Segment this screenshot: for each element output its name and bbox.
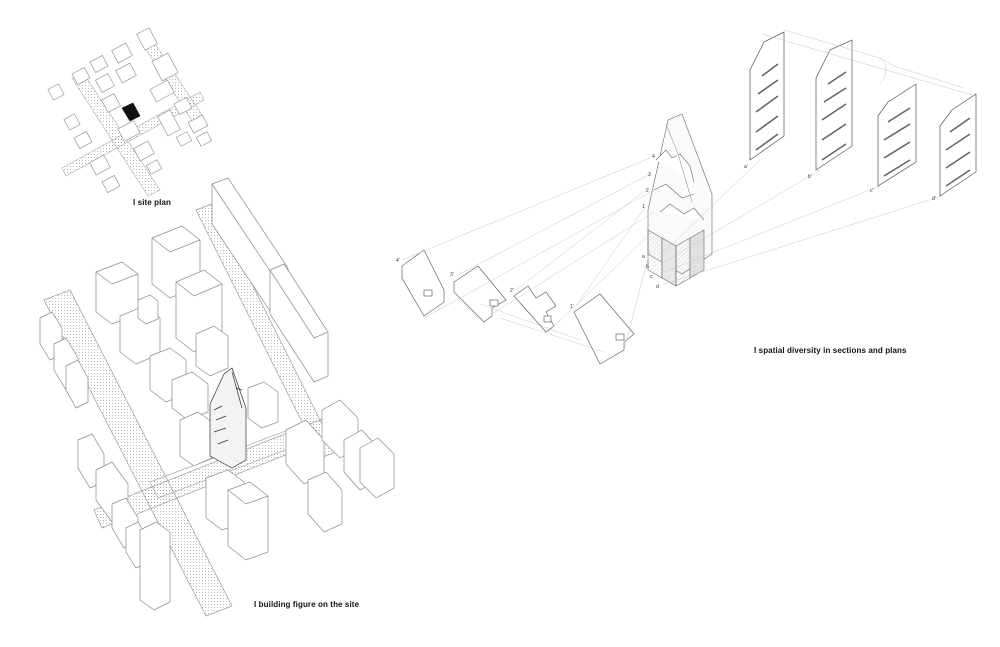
tower-model <box>647 113 713 287</box>
section-tag-b: b' <box>808 174 812 180</box>
site-plan-blocks <box>47 27 213 193</box>
plan-tag-2: 2' <box>510 288 514 294</box>
projection-lines <box>401 157 943 353</box>
caption-spatial-diversity: I spatial diversity in sections and plan… <box>754 346 907 355</box>
caption-building-figure: I building figure on the site <box>254 600 360 609</box>
axon-left-houses <box>39 311 171 611</box>
section-letter-a: a <box>642 254 645 260</box>
section-a <box>749 31 785 161</box>
axon-tower <box>209 367 247 469</box>
level-tag-3: 3 <box>648 172 651 178</box>
axon-central-blocks <box>95 177 329 561</box>
caption-site-plan: I site plan <box>133 198 171 207</box>
section-letter-d: d <box>656 284 659 290</box>
plan-tag-4: 4' <box>396 258 400 264</box>
section-tag-d: d' <box>932 196 936 202</box>
level-tag-2: 2 <box>646 188 649 194</box>
section-tag-a: a' <box>744 164 748 170</box>
section-tag-c: c' <box>870 188 874 194</box>
section-letter-b: b <box>646 264 649 270</box>
plan-4 <box>401 249 445 317</box>
section-d <box>939 93 977 197</box>
axon-streets <box>43 203 339 617</box>
plan-slices <box>401 249 635 365</box>
level-tag-4: 4 <box>652 154 655 160</box>
plan-2 <box>513 285 557 333</box>
plan-3 <box>453 265 507 323</box>
section-letter-c: c <box>650 274 653 280</box>
section-c <box>877 83 917 187</box>
site-plan <box>47 27 213 197</box>
section-b <box>815 39 853 171</box>
plan-tag-1: 1' <box>570 304 574 310</box>
site-plan-highlight <box>121 102 141 122</box>
plan-tag-3: 3' <box>450 272 454 278</box>
site-axonometric <box>39 177 395 617</box>
axon-right-houses <box>285 399 395 533</box>
level-tag-1: 1 <box>642 204 645 210</box>
plan-1 <box>573 293 635 365</box>
section-slices <box>749 29 977 197</box>
